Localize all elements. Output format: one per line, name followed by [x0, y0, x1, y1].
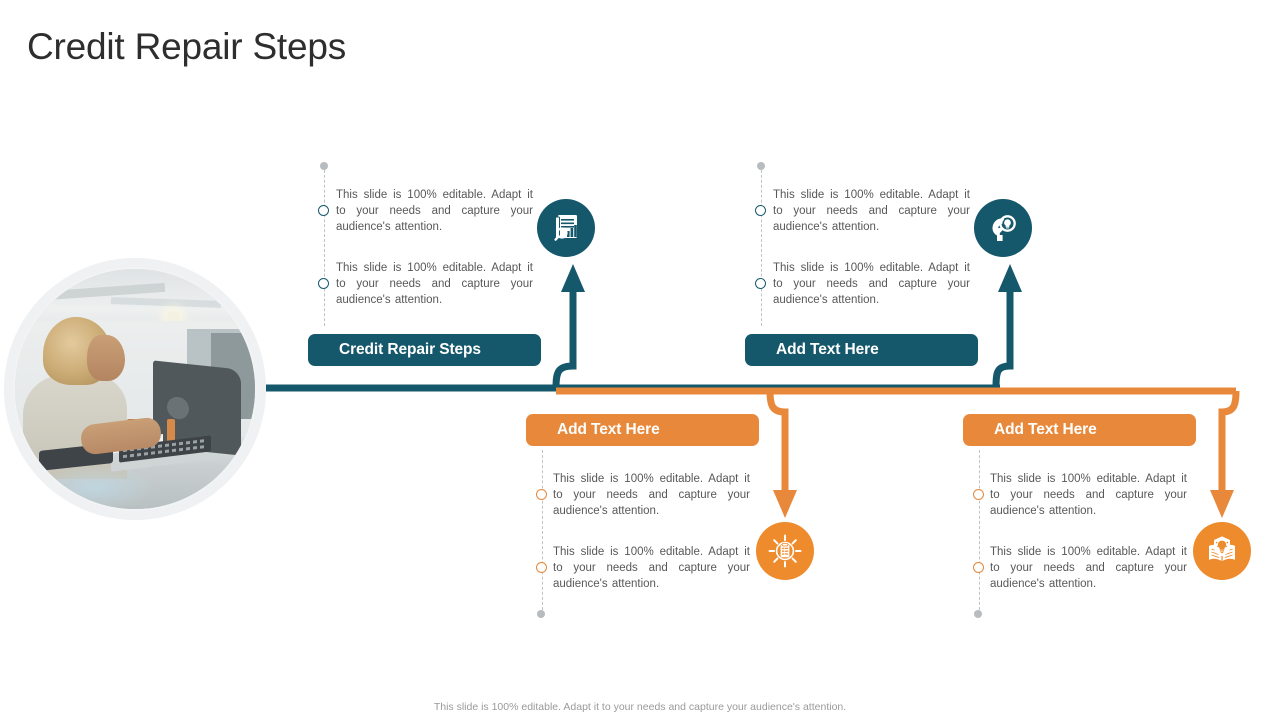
step-3-bottom-dot — [537, 610, 545, 618]
page-title: Credit Repair Steps — [27, 26, 347, 67]
step-1-bullet-1-text: This slide is 100% editable. Adapt it to… — [336, 189, 533, 233]
document-chart-search-icon — [537, 199, 595, 257]
step-1-bullet-2-text: This slide is 100% editable. Adapt it to… — [336, 262, 533, 306]
step-2-label: Add Text Here — [776, 341, 879, 358]
step-4-bullet-2-marker — [973, 562, 984, 573]
step-1-bullet-2-marker — [318, 278, 329, 289]
head-idea-search-icon — [974, 199, 1032, 257]
step-2-top-dot — [757, 162, 765, 170]
step-1-bullet-1-marker — [318, 205, 329, 216]
step-2-bullet-2-marker — [755, 278, 766, 289]
step-4-label-pill[interactable]: Add Text Here — [963, 414, 1196, 446]
step-2-label-pill[interactable]: Add Text Here — [745, 334, 978, 366]
step-4-bullet-1-text: This slide is 100% editable. Adapt it to… — [990, 473, 1187, 517]
step-3-bullet-1-marker — [536, 489, 547, 500]
book-idea-icon — [1193, 522, 1251, 580]
step-3-label-pill[interactable]: Add Text Here — [526, 414, 759, 446]
step-1-label-pill[interactable]: Credit Repair Steps — [308, 334, 541, 366]
profile-photo — [4, 258, 266, 520]
step-3-dash-line — [542, 450, 543, 610]
step-1-dash-line — [324, 170, 325, 326]
footer-note: This slide is 100% editable. Adapt it to… — [433, 701, 847, 713]
step-4-label: Add Text Here — [994, 421, 1097, 438]
step-4-bottom-dot — [974, 610, 982, 618]
step-4-bullet-1-marker — [973, 489, 984, 500]
step-3-bullet-2-marker — [536, 562, 547, 573]
step-3-bullet-2-text: This slide is 100% editable. Adapt it to… — [553, 546, 750, 590]
profile-photo-ring — [4, 258, 266, 520]
step-2-bullet-2-text: This slide is 100% editable. Adapt it to… — [773, 262, 970, 306]
step-2-bullet-1-text: This slide is 100% editable. Adapt it to… — [773, 189, 970, 233]
step-3-label: Add Text Here — [557, 421, 660, 438]
step-1-top-dot — [320, 162, 328, 170]
step-2-bullet-1-marker — [755, 205, 766, 216]
step-2-dash-line — [761, 170, 762, 326]
step-3-bullet-1-text: This slide is 100% editable. Adapt it to… — [553, 473, 750, 517]
step-1-label: Credit Repair Steps — [339, 341, 481, 358]
step-4-bullet-2-text: This slide is 100% editable. Adapt it to… — [990, 546, 1187, 590]
checklist-rays-icon — [756, 522, 814, 580]
step-4-dash-line — [979, 450, 980, 610]
